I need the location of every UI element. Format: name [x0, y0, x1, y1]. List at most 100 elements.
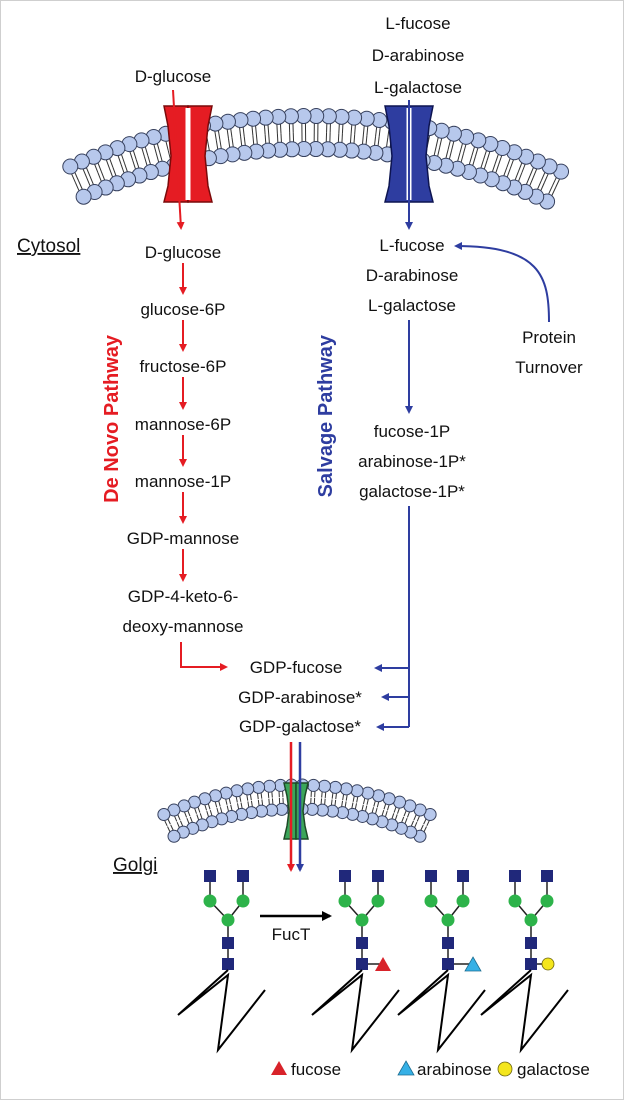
cytosol-label: Cytosol: [17, 236, 80, 257]
glcnac-square: [356, 958, 368, 970]
glucose-import-arrow: [172, 89, 185, 230]
glcnac-square: [204, 870, 216, 882]
lipid-head: [372, 789, 386, 803]
glcnac-square: [222, 937, 234, 949]
legend: fucose arabinose galactose: [271, 1060, 590, 1079]
mannose-circle: [203, 894, 217, 908]
mannose-circle: [524, 913, 538, 927]
galactose-circle-icon: [497, 1061, 513, 1077]
lipid-head: [306, 778, 320, 792]
de-novo-step: fructose-6P: [140, 357, 227, 376]
glcnac-square: [442, 958, 454, 970]
protein-turnover-label: Protein: [522, 328, 576, 347]
lipid-head: [361, 786, 375, 800]
de-novo-step: mannose-1P: [135, 472, 231, 491]
lipid-head: [230, 784, 244, 798]
lipid-head: [157, 808, 171, 822]
protein-turnover-label: Turnover: [515, 358, 583, 377]
salvage-phosphate: galactose-1P*: [359, 482, 465, 501]
salvage-phosphate: fucose-1P: [374, 422, 451, 441]
mannose-circle: [540, 894, 554, 908]
gdp-sugars: GDP-fucose GDP-arabinose* GDP-galactose*: [238, 658, 362, 736]
mannose-circle: [221, 913, 235, 927]
glcnac-square: [509, 870, 521, 882]
glcnac-square: [525, 958, 537, 970]
lipid-head: [75, 188, 92, 205]
extracellular-salvage-sugar-label: L-galactose: [374, 78, 462, 97]
glycan-unfucosylated: [177, 870, 266, 1054]
glycan-arabinosylated: [397, 870, 486, 1054]
extracellular-salvage-sugar-label: D-arabinose: [372, 46, 465, 65]
lipid-head: [317, 779, 331, 793]
protein-turnover-arrow: [454, 242, 550, 323]
glycan-galactosylated: [480, 870, 569, 1054]
de-novo-pathway-title: De Novo Pathway: [101, 334, 123, 503]
lipid-head: [62, 158, 79, 175]
protein-backbone: [311, 969, 400, 1054]
fucose-triangle: [375, 957, 391, 971]
arabinose-triangle-icon: [397, 1060, 415, 1076]
de-novo-to-gdp-fucose-arrow: [180, 642, 228, 671]
glcnac-square: [222, 958, 234, 970]
lipid-head: [263, 779, 277, 793]
legend-galactose-label: galactose: [517, 1060, 590, 1079]
golgi-membrane: [157, 778, 437, 843]
lipid-head: [328, 780, 342, 794]
salvage-steps: L-fucose D-arabinose L-galactose fucose-…: [358, 236, 583, 501]
glcnac-square: [237, 870, 249, 882]
mannose-circle: [424, 894, 438, 908]
mannose-circle: [441, 913, 455, 927]
fucose-triangle-icon: [271, 1061, 287, 1075]
de-novo-arrows: [179, 263, 228, 671]
lipid-head: [241, 782, 255, 796]
de-novo-step: deoxy-mannose: [123, 617, 244, 636]
glcnac-square: [372, 870, 384, 882]
lipid-head: [339, 782, 353, 796]
glucose-transporter: [163, 105, 213, 203]
lipid-head: [350, 784, 364, 798]
protein-backbone: [480, 969, 569, 1054]
glcnac-square: [442, 937, 454, 949]
de-novo-step: D-glucose: [145, 243, 222, 262]
glcnac-square: [541, 870, 553, 882]
mannose-circle: [355, 913, 369, 927]
golgi-label: Golgi: [113, 855, 157, 876]
de-novo-steps: D-glucose glucose-6P fructose-6P mannose…: [123, 243, 244, 636]
arabinose-triangle: [464, 956, 482, 972]
legend-fucose-label: fucose: [291, 1060, 341, 1079]
mannose-circle: [371, 894, 385, 908]
de-novo-step: mannose-6P: [135, 415, 231, 434]
salvage-arrows: [374, 242, 550, 731]
glcnac-square: [457, 870, 469, 882]
lipid-head: [219, 786, 233, 800]
salvage-sugar: L-fucose: [379, 236, 444, 255]
glcnac-square: [525, 937, 537, 949]
mannose-circle: [508, 894, 522, 908]
de-novo-step: glucose-6P: [140, 300, 225, 319]
glcnac-square: [425, 870, 437, 882]
extracellular-salvage-sugar-label: L-fucose: [385, 14, 450, 33]
mannose-circle: [236, 894, 250, 908]
salvage-sugar: D-arabinose: [366, 266, 459, 285]
glycoproteins: FucT: [177, 870, 569, 1054]
gdp-sugar: GDP-galactose*: [239, 717, 361, 736]
salvage-phosphate: arabinose-1P*: [358, 452, 466, 471]
lipid-head: [252, 780, 266, 794]
glycan-fucosylated: [311, 870, 400, 1054]
mannose-circle: [338, 894, 352, 908]
salvage-pathway-title: Salvage Pathway: [315, 334, 337, 497]
salvage-sugar: L-galactose: [368, 296, 456, 315]
mannose-circle: [456, 894, 470, 908]
galactose-circle: [541, 957, 555, 971]
fuct-enzyme-label: FucT: [272, 925, 311, 944]
glcnac-square: [339, 870, 351, 882]
lipid-head: [167, 829, 181, 843]
extracellular-d-glucose-label: D-glucose: [135, 67, 212, 86]
legend-arabinose-label: arabinose: [417, 1060, 492, 1079]
protein-backbone: [177, 969, 266, 1054]
de-novo-step: GDP-mannose: [127, 529, 239, 548]
glcnac-square: [356, 937, 368, 949]
gdp-sugar: GDP-fucose: [250, 658, 343, 677]
